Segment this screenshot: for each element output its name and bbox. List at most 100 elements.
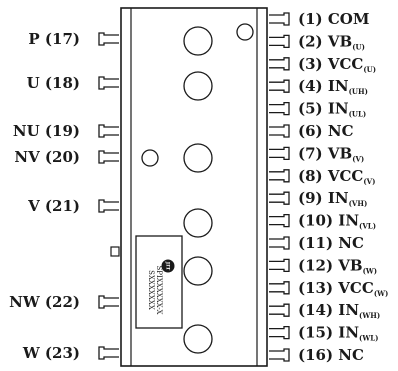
marking-line2: SXXXXXXX — [147, 270, 155, 310]
pin-subscript: (W) — [374, 289, 389, 298]
pin-lead — [269, 303, 290, 317]
pin-name: IN — [338, 324, 359, 342]
pin-subscript: (WH) — [359, 311, 380, 320]
right-pin: (9) IN(VH) — [269, 189, 367, 208]
right-pin: (15) IN(WL) — [269, 324, 378, 343]
right-pin: (4) IN(UH) — [269, 77, 368, 96]
right-pin-label: (6) NC — [298, 122, 354, 140]
left-pin-label: P (17) — [28, 30, 80, 48]
pin-number: (5) — [298, 100, 328, 118]
index-hole — [236, 23, 254, 41]
pin-number: (3) — [298, 55, 328, 73]
right-pin-label: (13) VCC(W) — [298, 279, 388, 298]
mounting-hole — [183, 324, 213, 354]
right-pin-label: (1) COM — [298, 10, 369, 28]
logo-text: JIT — [165, 261, 171, 271]
pin-lead — [98, 32, 119, 46]
right-pin: (11) NC — [269, 234, 364, 252]
pin-lead — [269, 325, 290, 340]
mounting-hole — [183, 256, 213, 286]
mounting-hole — [183, 208, 213, 238]
pin-lead — [269, 146, 290, 161]
pin-number: (7) — [298, 144, 328, 162]
pin-lead — [269, 213, 290, 228]
pin-name: IN — [338, 301, 359, 319]
pin-number: (1) — [298, 10, 328, 28]
pin-subscript: (U) — [352, 42, 365, 51]
pin-name: VB — [327, 32, 352, 50]
left-pin: W (23) — [22, 344, 119, 362]
right-pin-label: (8) VCC(V) — [298, 167, 375, 186]
left-pin: U (18) — [27, 74, 119, 92]
right-pin: (1) COM — [269, 10, 369, 28]
pin-subscript: (V) — [352, 154, 364, 163]
pin-name: COM — [328, 10, 370, 28]
right-pin: (2) VB(U) — [269, 32, 365, 51]
right-pin-label: (11) NC — [298, 234, 364, 252]
left-pin-label: NV (20) — [14, 148, 80, 166]
right-pin-label: (3) VCC(U) — [298, 55, 376, 74]
pin-name: NC — [338, 234, 364, 252]
left-pin: NU (19) — [13, 122, 119, 140]
right-pin: (14) IN(WH) — [269, 301, 380, 320]
pin-lead — [269, 258, 290, 273]
right-pin: (5) IN(UL) — [269, 100, 366, 119]
pin-name: VCC — [337, 279, 374, 297]
right-pin-label: (2) VB(U) — [298, 32, 365, 51]
left-pin: NV (20) — [14, 148, 119, 166]
mounting-hole — [183, 71, 213, 101]
left-pin-label: U (18) — [27, 74, 80, 92]
pin-name: VCC — [327, 55, 364, 73]
pin-lead — [269, 57, 290, 71]
pin-lead — [269, 101, 290, 116]
pin-lead — [98, 346, 119, 360]
pin-lead — [98, 150, 119, 164]
pin-name: NC — [328, 122, 354, 140]
mounting-hole — [183, 143, 213, 173]
left-pin-label: NU (19) — [13, 122, 80, 140]
logo-badge — [161, 259, 175, 273]
right-pin: (10) IN(VL) — [269, 212, 376, 231]
pin-number: (12) — [298, 256, 338, 274]
right-pin-label: (16) NC — [298, 346, 364, 364]
right-pin-label: (7) VB(V) — [298, 144, 364, 163]
pin-number: (10) — [298, 212, 338, 230]
pin-number: (15) — [298, 324, 338, 342]
marking-box — [135, 235, 183, 329]
pin-lead — [269, 124, 290, 138]
pin-lead — [269, 191, 290, 205]
pin-lead — [269, 281, 290, 295]
pin-number: (9) — [298, 189, 328, 207]
pin-lead — [269, 236, 290, 250]
pin-lead — [98, 295, 119, 309]
marking-line1: SPIXXXXXX-X — [155, 265, 163, 314]
pin-subscript: (V) — [363, 177, 375, 186]
pin-name: VB — [327, 144, 352, 162]
right-pin-group: (1) COM(2) VB(U)(3) VCC(U)(4) IN(UH)(5) … — [269, 10, 388, 364]
pin-name: VB — [337, 256, 362, 274]
right-pin: (12) VB(W) — [269, 256, 377, 275]
mounting-hole — [183, 26, 213, 56]
right-pin: (7) VB(V) — [269, 144, 364, 163]
pin-name: VCC — [327, 167, 364, 185]
right-pin-label: (5) IN(UL) — [298, 100, 366, 119]
pin-lead — [269, 34, 290, 49]
pin-lead — [269, 169, 290, 183]
right-pin-label: (9) IN(VH) — [298, 189, 367, 208]
right-pin: (3) VCC(U) — [269, 55, 376, 74]
package-holes — [141, 23, 254, 354]
small-hole — [141, 149, 159, 167]
right-pin-label: (14) IN(WH) — [298, 301, 380, 320]
pin-lead — [98, 199, 119, 213]
pin-name: IN — [338, 212, 359, 230]
pin-name: IN — [328, 100, 349, 118]
left-pin-label: NW (22) — [9, 293, 80, 311]
pin-number: (6) — [298, 122, 328, 140]
pin-subscript: (VL) — [359, 222, 376, 231]
pin-lead — [269, 12, 290, 26]
pin-lead — [269, 348, 290, 362]
pin-subscript: (VH) — [349, 199, 368, 208]
pin-number: (14) — [298, 301, 338, 319]
pin-number: (2) — [298, 32, 328, 50]
